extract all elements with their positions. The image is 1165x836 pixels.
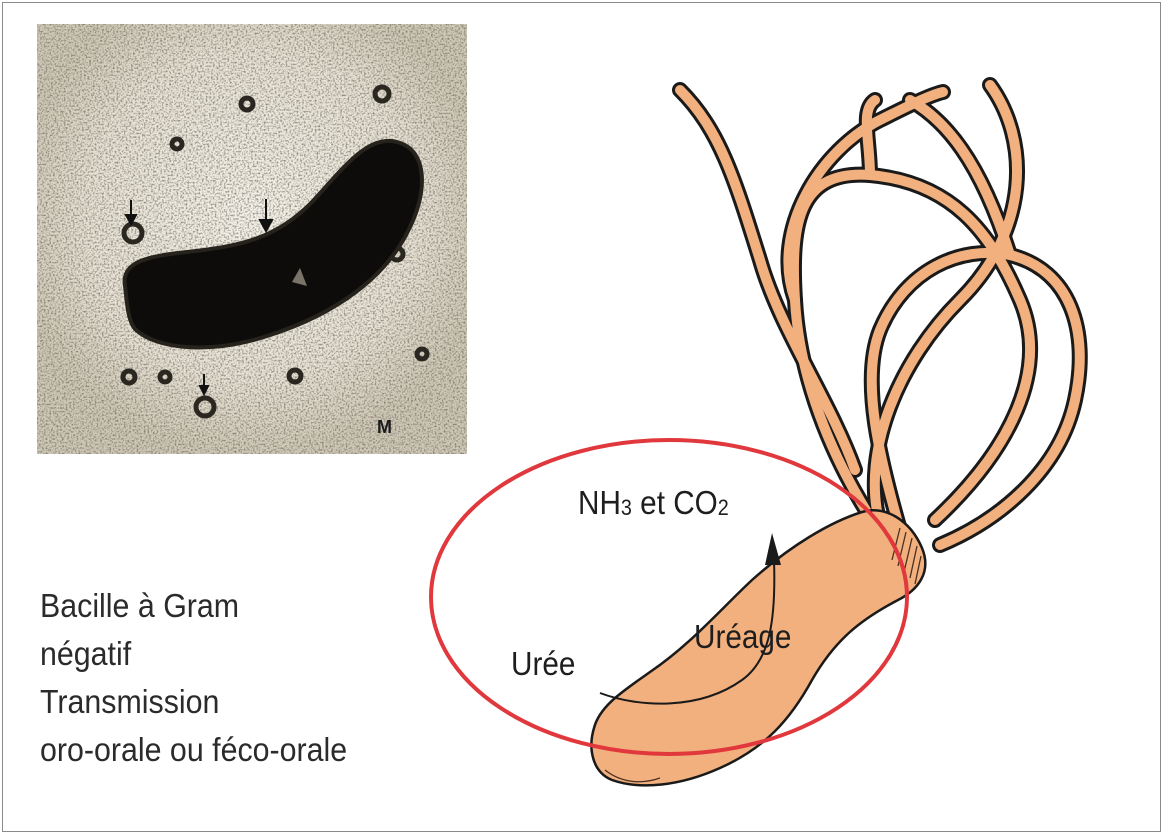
enzyme-label: Uréage [694, 618, 791, 656]
products-label: NH3 et CO2 [578, 484, 729, 522]
caption-line-3: Transmission [40, 678, 347, 726]
substrate-label: Urée [511, 645, 575, 683]
caption-line-1: Bacille à Gram [40, 582, 347, 630]
caption-text: Bacille à Gram négatif Transmission oro-… [40, 582, 347, 774]
caption-line-4: oro-orale ou féco-orale [40, 726, 347, 774]
caption-line-2: négatif [40, 630, 347, 678]
arrow-up-icon [765, 533, 781, 565]
flagella [680, 85, 1080, 545]
